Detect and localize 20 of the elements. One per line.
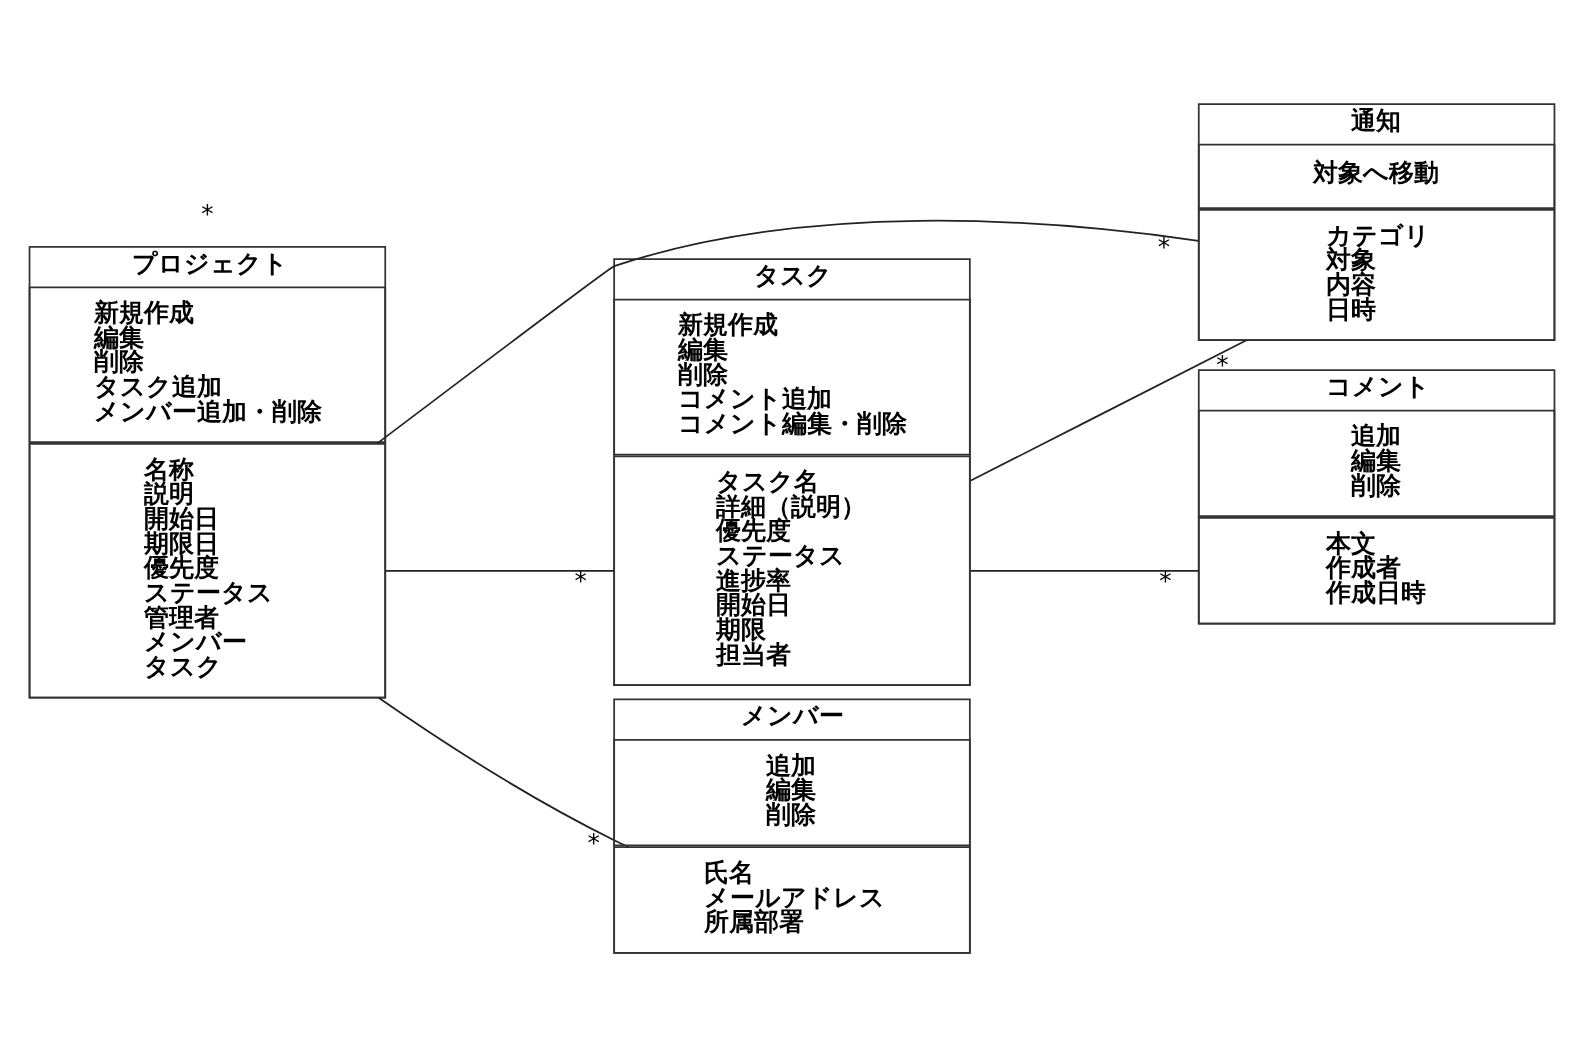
- node-box: タスク名 詳細（説明） 優先度 ステータス 進捗率 開始日 期限 担当者: [613, 454, 971, 686]
- node-box: 対象へ移動: [1197, 143, 1556, 209]
- label: *: [201, 198, 214, 228]
- connector: [969, 569, 1200, 572]
- node-box: 氏名 メールアドレス 所属部署: [613, 845, 971, 954]
- edge-label: *: [1157, 231, 1171, 261]
- node-box: 本文 作成者 作成日時: [1197, 516, 1556, 624]
- node-box: カテゴリ 対象 内容 日時: [1197, 208, 1556, 341]
- connector: [385, 569, 615, 572]
- node-box: 追加 編集 削除: [1197, 409, 1556, 517]
- node-box: 追加 編集 削除: [613, 738, 971, 846]
- edge-label: *: [587, 827, 600, 857]
- node-box: 新規作成 編集 削除 コメント追加 コメント編集・削除: [613, 298, 971, 455]
- connector: [377, 696, 630, 848]
- edge-label: *: [574, 565, 587, 595]
- node-box: 名称 説明 開始日 期限日 優先度 ステータス 管理者 メンバー タスク: [28, 442, 387, 698]
- connector: [969, 338, 1248, 482]
- connector: [376, 219, 1200, 444]
- node-box: 新規作成 編集 削除 タスク追加 メンバー追加・削除: [28, 285, 387, 443]
- edge-label: *: [1159, 565, 1172, 595]
